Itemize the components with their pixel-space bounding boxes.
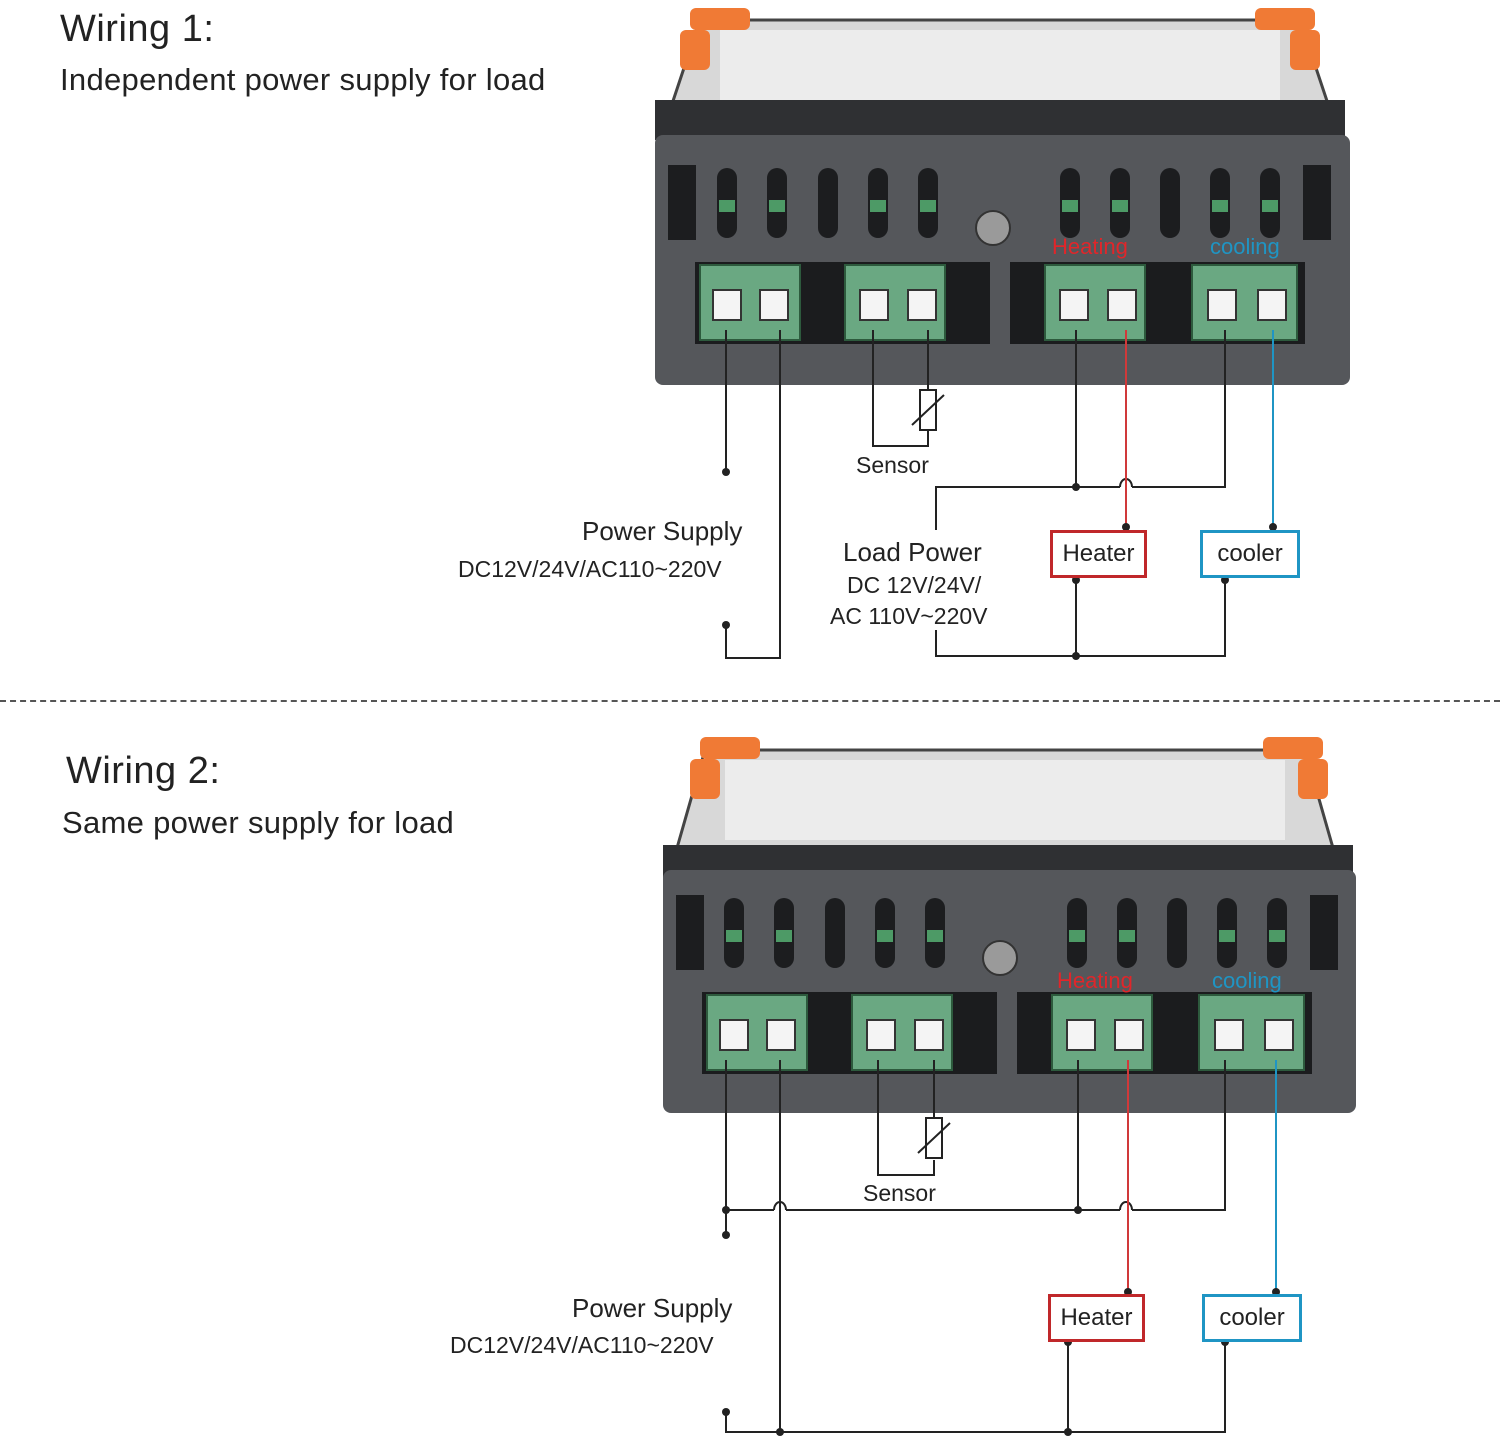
wiring-2-title: Wiring 2:: [66, 750, 221, 792]
cooling-tag: cooling: [1212, 968, 1282, 993]
wiring-1-title: Wiring 1:: [60, 8, 215, 50]
mount-clip-right: [1255, 8, 1315, 30]
wiring-2-wires: [725, 1060, 1226, 1433]
load-power-label: Load Power: [843, 537, 982, 567]
power-supply-spec: DC12V/24V/AC110~220V: [458, 556, 722, 582]
thermostat-controller: [663, 737, 1356, 1113]
sensor-label: Sensor: [863, 1180, 936, 1206]
wiring-1-section: Wiring 1: Independent power supply for l…: [0, 0, 1500, 700]
cooler-box: cooler: [1200, 530, 1300, 578]
power-supply-label: Power Supply: [582, 516, 743, 546]
mount-clip-left: [690, 8, 750, 30]
heating-tag: Heating: [1057, 968, 1133, 993]
load-power-spec-1: DC 12V/24V/: [847, 572, 982, 598]
wiring-1-diagram: Heating cooling: [655, 8, 1350, 660]
sensor-label: Sensor: [856, 452, 929, 478]
heating-tag: Heating: [1052, 234, 1128, 259]
mount-clip-right: [1263, 737, 1323, 759]
wiring-1-wires: [725, 330, 1226, 659]
heater-box: Heater: [1048, 1294, 1145, 1342]
load-power-spec-2: AC 110V~220V: [830, 603, 988, 629]
screw-icon: [982, 940, 1018, 976]
heater-box: Heater: [1050, 530, 1147, 578]
cooling-tag: cooling: [1210, 234, 1280, 259]
wiring-2-diagram: Heating cooling: [663, 737, 1356, 1436]
thermostat-controller: [655, 8, 1350, 385]
power-supply-spec: DC12V/24V/AC110~220V: [450, 1332, 714, 1358]
wiring-2-section: Wiring 2: Same power supply for load: [0, 705, 1500, 1440]
screw-icon: [975, 210, 1011, 246]
wiring-1-subtitle: Independent power supply for load: [60, 62, 546, 97]
section-divider: [0, 700, 1500, 702]
power-supply-label: Power Supply: [572, 1293, 733, 1323]
cooler-box: cooler: [1202, 1294, 1302, 1342]
mount-clip-left: [700, 737, 760, 759]
wiring-2-subtitle: Same power supply for load: [62, 805, 455, 840]
